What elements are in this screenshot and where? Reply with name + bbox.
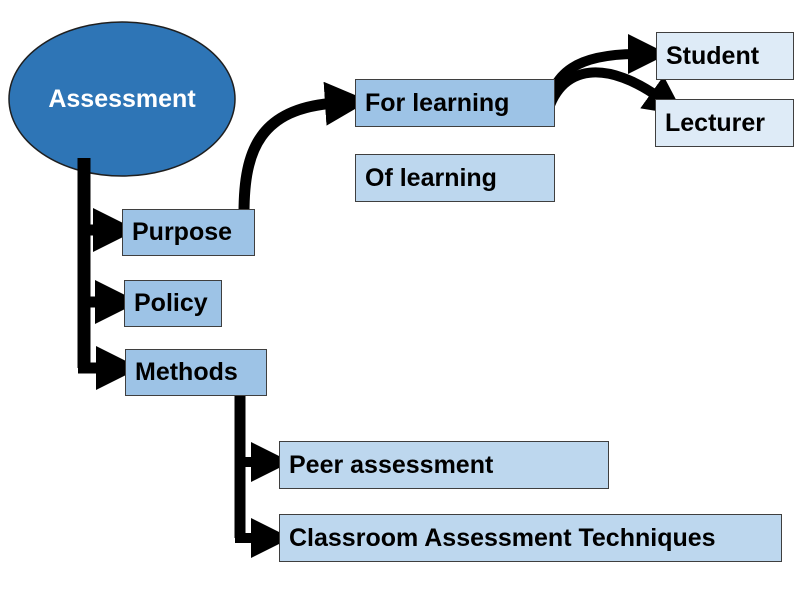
- of-learning-node: Of learning: [355, 154, 555, 202]
- connector-to-lecturer: [541, 67, 685, 120]
- lecturer-node: Lecturer: [655, 99, 794, 147]
- student-node: Student: [656, 32, 794, 80]
- root-ellipse: [8, 21, 236, 177]
- for-learning-node: For learning: [355, 79, 555, 127]
- classroom-techniques-node: Classroom Assessment Techniques: [279, 514, 782, 562]
- methods-node: Methods: [125, 349, 267, 396]
- peer-assessment-node: Peer assessment: [279, 441, 609, 489]
- policy-node: Policy: [124, 280, 222, 327]
- purpose-node: Purpose: [122, 209, 255, 256]
- connector-purpose-to-for-learning: [238, 81, 369, 214]
